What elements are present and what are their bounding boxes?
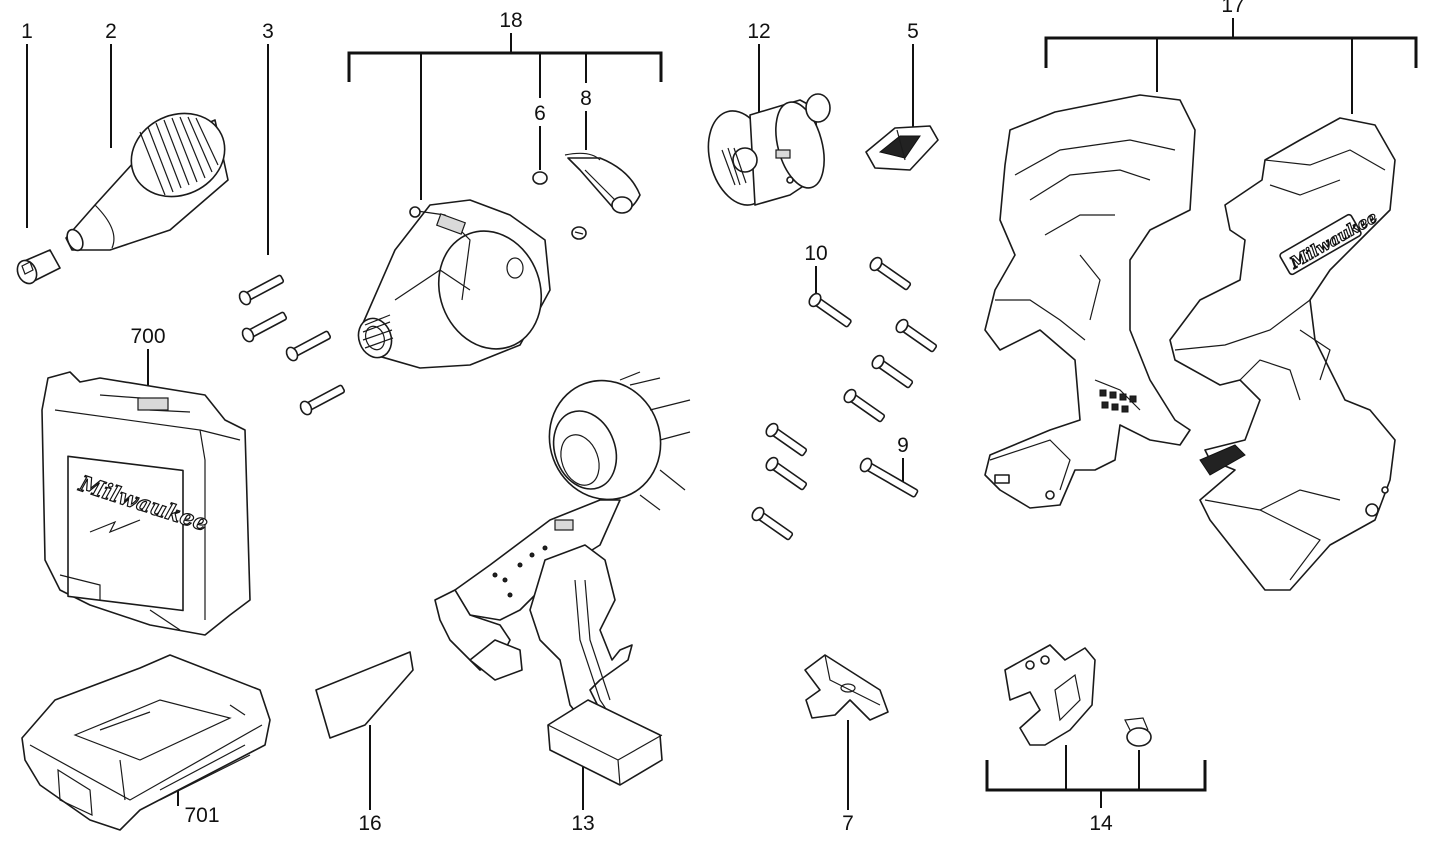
callout-701: 701 — [184, 804, 219, 827]
part-12-motor — [707, 93, 831, 206]
callout-8: 8 — [580, 87, 592, 110]
part-14-belt-clip — [1004, 644, 1152, 747]
callout-2: 2 — [105, 20, 117, 43]
part-17-housing-right: Milwaukee — [1169, 117, 1396, 591]
part-18-gearbox-assembly — [357, 199, 551, 369]
callout-6: 6 — [534, 102, 546, 125]
part-1-chuck-screw — [16, 249, 61, 285]
part-8-clip — [564, 152, 641, 214]
callout-10: 10 — [804, 242, 827, 265]
part-700-carrying-case: Milwaukee — [41, 371, 251, 636]
part-7-lockout — [804, 654, 889, 721]
part-16-pad — [315, 651, 414, 739]
part-701-accessory-case — [21, 654, 271, 831]
callout-16: 16 — [358, 812, 381, 835]
callout-7: 7 — [842, 812, 854, 835]
callout-1: 1 — [21, 20, 33, 43]
callout-17: 17 — [1221, 0, 1244, 17]
part-6-screw — [532, 171, 587, 240]
callout-12: 12 — [747, 20, 770, 43]
callout-700: 700 — [130, 325, 165, 348]
callout-18: 18 — [499, 9, 522, 32]
callout-13: 13 — [571, 812, 594, 835]
part-13-electronics-assembly — [434, 371, 691, 786]
part-10-screws — [751, 256, 938, 541]
callout-5: 5 — [907, 20, 919, 43]
part-2-keyless-chuck — [65, 112, 229, 252]
part-17-housing-left — [984, 94, 1196, 509]
part-9-screw — [859, 457, 919, 498]
callout-9: 9 — [897, 434, 909, 457]
part-3-screws — [238, 274, 346, 416]
part-5-forward-reverse-switch — [865, 125, 939, 171]
leader-lines — [26, 18, 1418, 810]
callout-14: 14 — [1089, 812, 1113, 835]
callout-3: 3 — [262, 20, 274, 43]
